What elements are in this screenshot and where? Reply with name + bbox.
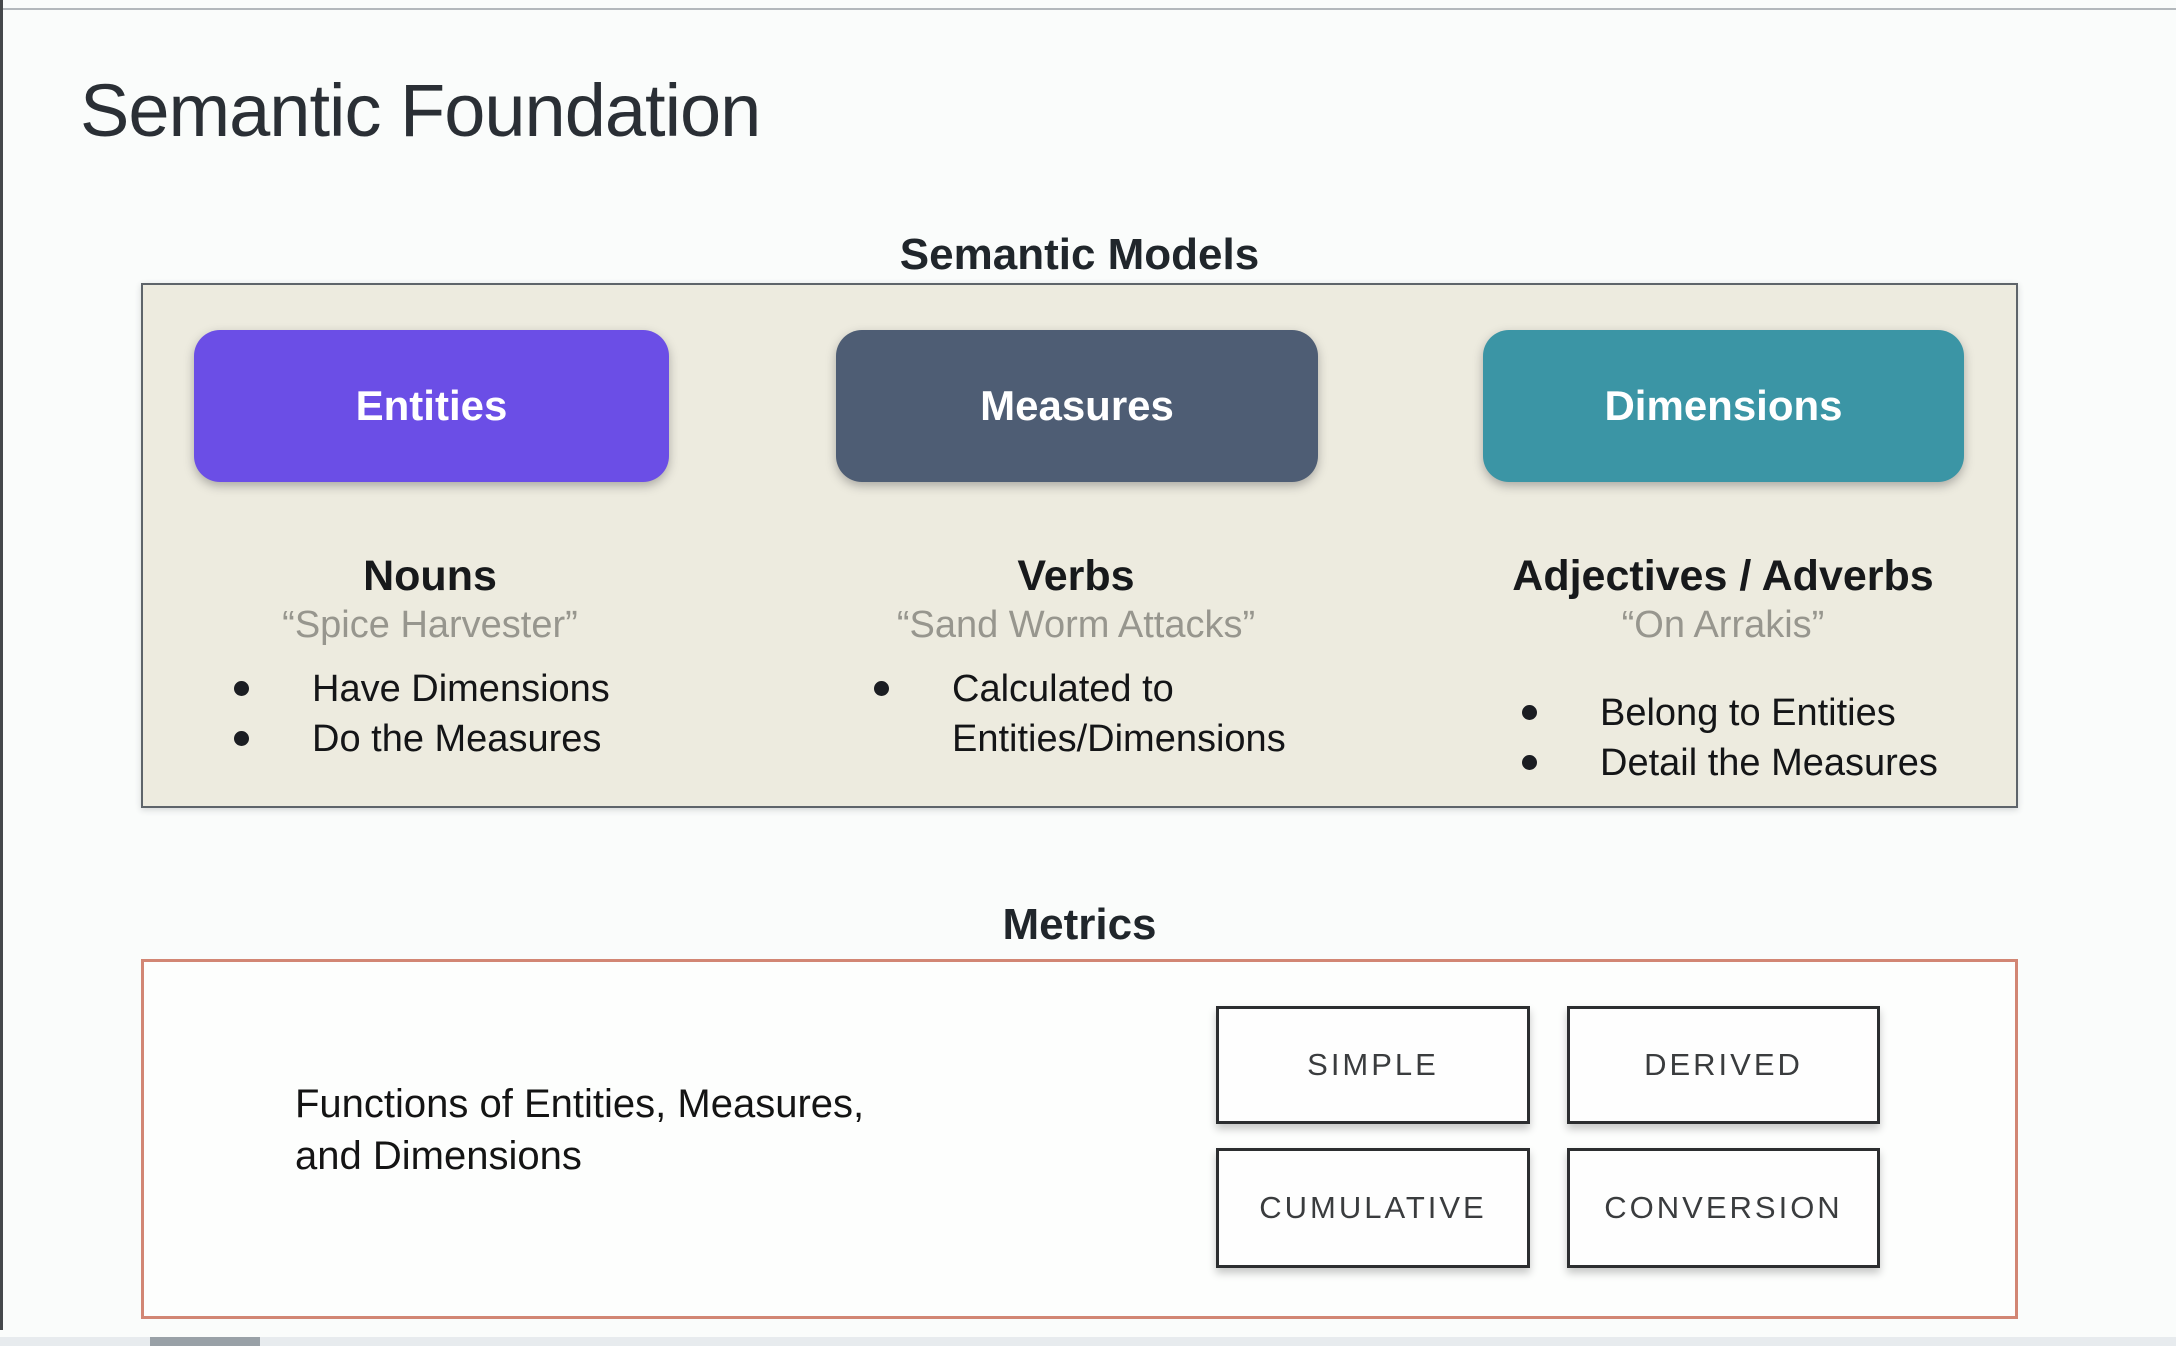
metric-type-label: DERIVED: [1644, 1047, 1803, 1082]
bullet-item: Detail the Measures: [1508, 738, 1978, 788]
metrics-description-line2: and Dimensions: [295, 1134, 582, 1178]
bullet-item: Belong to Entities: [1508, 688, 1978, 738]
bullet-item: Calculated to Entities/Dimensions: [860, 664, 1330, 764]
dimensions-pill-label: Dimensions: [1604, 382, 1843, 429]
dimensions-example-quote: “On Arrakis”: [1621, 604, 1825, 646]
entities-pill: Entities: [194, 330, 669, 482]
measures-pill: Measures: [836, 330, 1318, 482]
dimensions-role-heading: Adjectives / Adverbs: [1512, 552, 1934, 600]
top-hairline: [0, 8, 2176, 10]
metrics-description: Functions of Entities, Measures, and Dim…: [295, 1078, 864, 1182]
entities-role-heading: Nouns: [363, 552, 497, 600]
left-window-border: [0, 0, 3, 1330]
measures-bullet-list: Calculated to Entities/Dimensions: [860, 664, 1330, 764]
metric-type-label: CUMULATIVE: [1259, 1190, 1487, 1225]
bullet-item: Do the Measures: [220, 714, 680, 764]
dimensions-bullet-list: Belong to Entities Detail the Measures: [1508, 688, 1978, 788]
entities-example-quote: “Spice Harvester”: [282, 604, 578, 646]
metric-type-box-conversion: CONVERSION: [1567, 1148, 1880, 1268]
measures-example-quote: “Sand Worm Attacks”: [896, 604, 1256, 646]
metric-type-box-simple: SIMPLE: [1216, 1006, 1530, 1124]
metrics-description-line1: Functions of Entities, Measures,: [295, 1082, 865, 1126]
metric-type-label: CONVERSION: [1604, 1190, 1843, 1225]
slide-title: Semantic Foundation: [80, 69, 761, 152]
metric-type-box-cumulative: CUMULATIVE: [1216, 1148, 1530, 1268]
bullet-item: Have Dimensions: [220, 664, 680, 714]
measures-role-heading: Verbs: [1017, 552, 1135, 600]
entities-pill-label: Entities: [355, 382, 508, 429]
bottom-strip: [0, 1337, 2176, 1346]
metric-type-box-derived: DERIVED: [1567, 1006, 1880, 1124]
measures-pill-label: Measures: [980, 382, 1174, 429]
metric-type-label: SIMPLE: [1307, 1047, 1439, 1082]
entities-bullet-list: Have Dimensions Do the Measures: [220, 664, 680, 764]
semantic-models-heading: Semantic Models: [899, 230, 1260, 279]
metrics-heading: Metrics: [1002, 900, 1157, 949]
dimensions-pill: Dimensions: [1483, 330, 1964, 482]
bottom-left-notch: [150, 1337, 260, 1346]
